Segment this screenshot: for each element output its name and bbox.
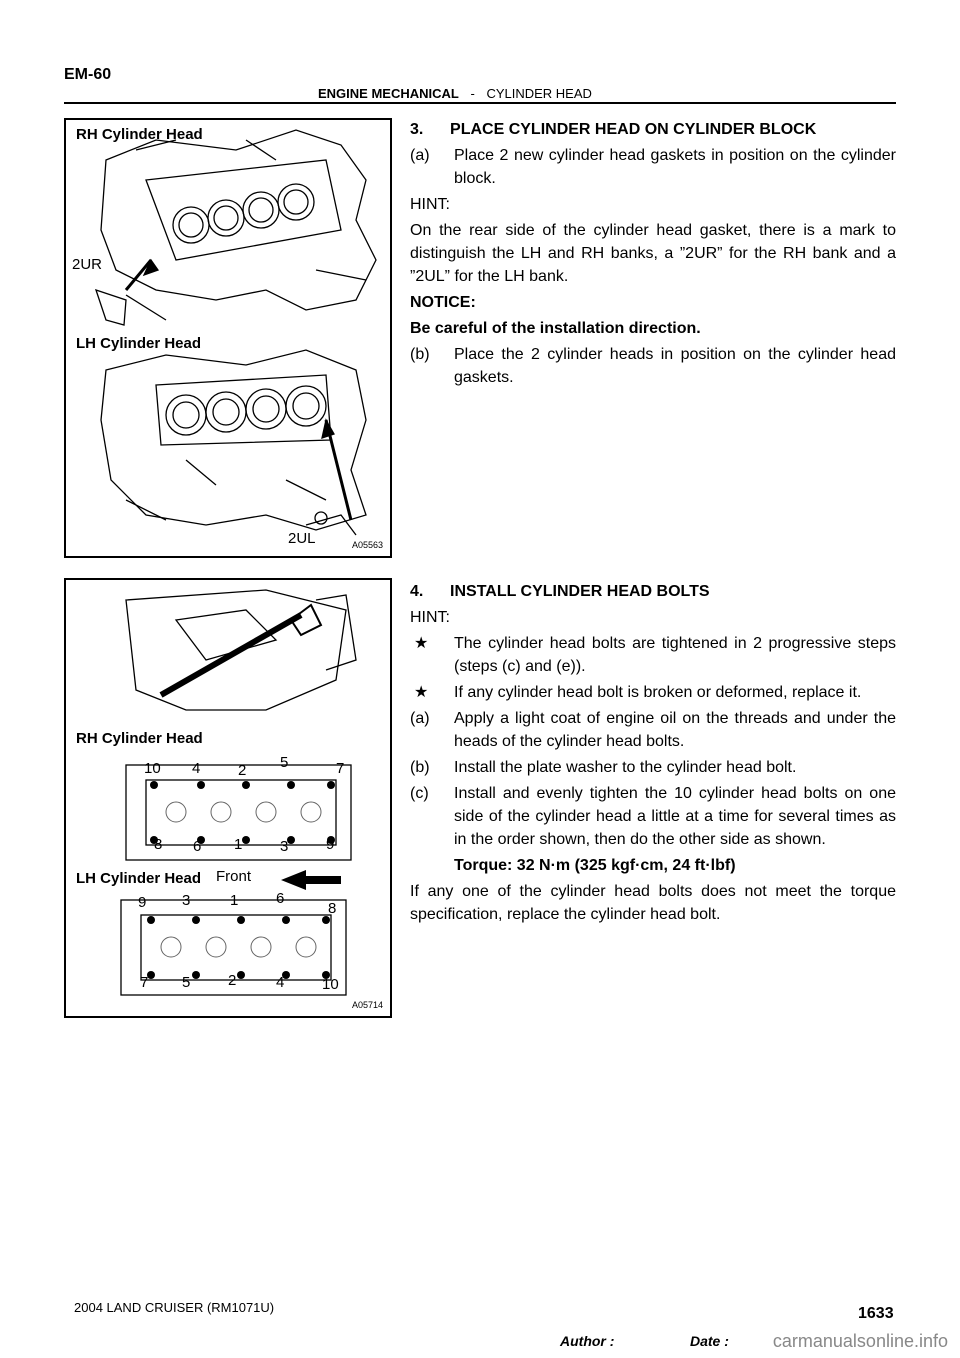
step-4-section: 4. INSTALL CYLINDER HEAD BOLTS HINT: ★ T… (410, 580, 896, 929)
step-3-heading: 3. PLACE CYLINDER HEAD ON CYLINDER BLOCK (410, 121, 817, 138)
rh-bolt-number: 6 (193, 838, 202, 855)
author-label: Author : (560, 1333, 615, 1349)
rh-cylinder-head-label: RH Cylinder Head (76, 730, 203, 747)
figure-code: A05714 (352, 1000, 384, 1010)
bolt-sequence-illustration (120, 589, 357, 996)
step-4-heading: 4. INSTALL CYLINDER HEAD BOLTS (410, 583, 710, 600)
step-3a: (a) Place 2 new cylinder head gaskets in… (410, 144, 896, 190)
rh-bolt-number: 2 (238, 762, 247, 779)
figure-gasket-placement: RH Cylinder Head LH Cylinder Head 2UR 2U… (64, 118, 392, 558)
rh-cylinder-head-label: RH Cylinder Head (76, 126, 203, 143)
hint-bullet: ★ If any cylinder head bolt is broken or… (410, 681, 896, 704)
torque-spec: Torque: 32 N·m (325 kgf·cm, 24 ft·lbf) (454, 857, 736, 874)
mark-2ur-label: 2UR (72, 256, 103, 273)
step-text: Place the 2 cylinder heads in position o… (454, 346, 896, 386)
rh-bolt-number: 8 (154, 836, 163, 853)
lh-bolt-number: 8 (328, 900, 337, 917)
rh-bolt-number: 4 (192, 760, 201, 777)
hint-label: HINT: (410, 196, 450, 213)
lh-bolt-number: 4 (276, 974, 285, 991)
final-note: If any one of the cylinder head bolts do… (410, 883, 896, 923)
step-text: Place 2 new cylinder head gaskets in pos… (454, 147, 896, 187)
lh-bolt-number: 7 (140, 974, 149, 991)
step-text: Apply a light coat of engine oil on the … (454, 710, 896, 750)
step-3-section: 3. PLACE CYLINDER HEAD ON CYLINDER BLOCK… (410, 118, 896, 392)
step-4c: (c) Install and evenly tighten the 10 cy… (410, 782, 896, 851)
page-id: EM-60 (64, 66, 112, 83)
model-footer: 2004 LAND CRUISER (RM1071U) (74, 1300, 275, 1315)
rh-bolt-number: 3 (280, 838, 289, 855)
lh-bolt-number: 2 (228, 972, 237, 989)
lh-bolt-number: 6 (276, 890, 285, 907)
rh-bolt-number: 1 (234, 836, 243, 853)
date-label: Date : (690, 1333, 729, 1349)
rh-bolt-number: 7 (336, 760, 345, 777)
hint-text: On the rear side of the cylinder head ga… (410, 222, 896, 285)
step-label: (a) (410, 710, 430, 727)
notice-text: Be careful of the installation direction… (410, 320, 701, 337)
step-label: (c) (410, 785, 429, 802)
figure-code: A05563 (352, 540, 384, 550)
lh-bolt-number: 9 (138, 894, 147, 911)
hint-label: HINT: (410, 609, 450, 626)
section-title: ENGINE MECHANICAL (318, 86, 459, 101)
step-4b: (b) Install the plate washer to the cyli… (410, 756, 896, 779)
step-label: (b) (410, 759, 430, 776)
hint-bullet: ★ The cylinder head bolts are tightened … (410, 632, 896, 678)
page-header: ENGINE MECHANICAL - CYLINDER HEAD (318, 86, 592, 101)
header-rule (64, 102, 896, 104)
figure-bolt-sequence: RH Cylinder Head LH Cylinder Head Front … (64, 578, 392, 1018)
mark-2ul-label: 2UL (288, 530, 316, 547)
step-4a: (a) Apply a light coat of engine oil on … (410, 707, 896, 753)
gasket-illustration (94, 129, 377, 536)
watermark: carmanualsonline.info (772, 1331, 948, 1351)
step-label: (a) (410, 147, 430, 164)
lh-bolt-number: 5 (182, 974, 191, 991)
lh-cylinder-head-label: LH Cylinder Head (76, 870, 202, 887)
rh-bolt-number: 5 (280, 754, 289, 771)
step-text: Install and evenly tighten the 10 cylind… (454, 785, 896, 848)
header-dash: - (470, 86, 475, 101)
step-label: (b) (410, 346, 430, 363)
star-icon: ★ (414, 635, 429, 652)
lh-cylinder-head-label: LH Cylinder Head (76, 335, 202, 352)
star-icon: ★ (414, 684, 429, 701)
rh-bolt-number: 9 (326, 836, 335, 853)
step-text: Install the plate washer to the cylinder… (454, 759, 797, 776)
lh-bolt-number: 3 (182, 892, 191, 909)
subsection-title: CYLINDER HEAD (486, 86, 592, 101)
step-3b: (b) Place the 2 cylinder heads in positi… (410, 343, 896, 389)
page-number: 1633 (858, 1305, 894, 1322)
rh-bolt-number: 10 (144, 760, 161, 777)
lh-bolt-number: 10 (322, 976, 339, 993)
front-label: Front (216, 868, 252, 885)
hint-text: The cylinder head bolts are tightened in… (454, 635, 896, 675)
hint-text: If any cylinder head bolt is broken or d… (454, 684, 862, 701)
lh-bolt-number: 1 (230, 892, 239, 909)
notice-label: NOTICE: (410, 294, 476, 311)
